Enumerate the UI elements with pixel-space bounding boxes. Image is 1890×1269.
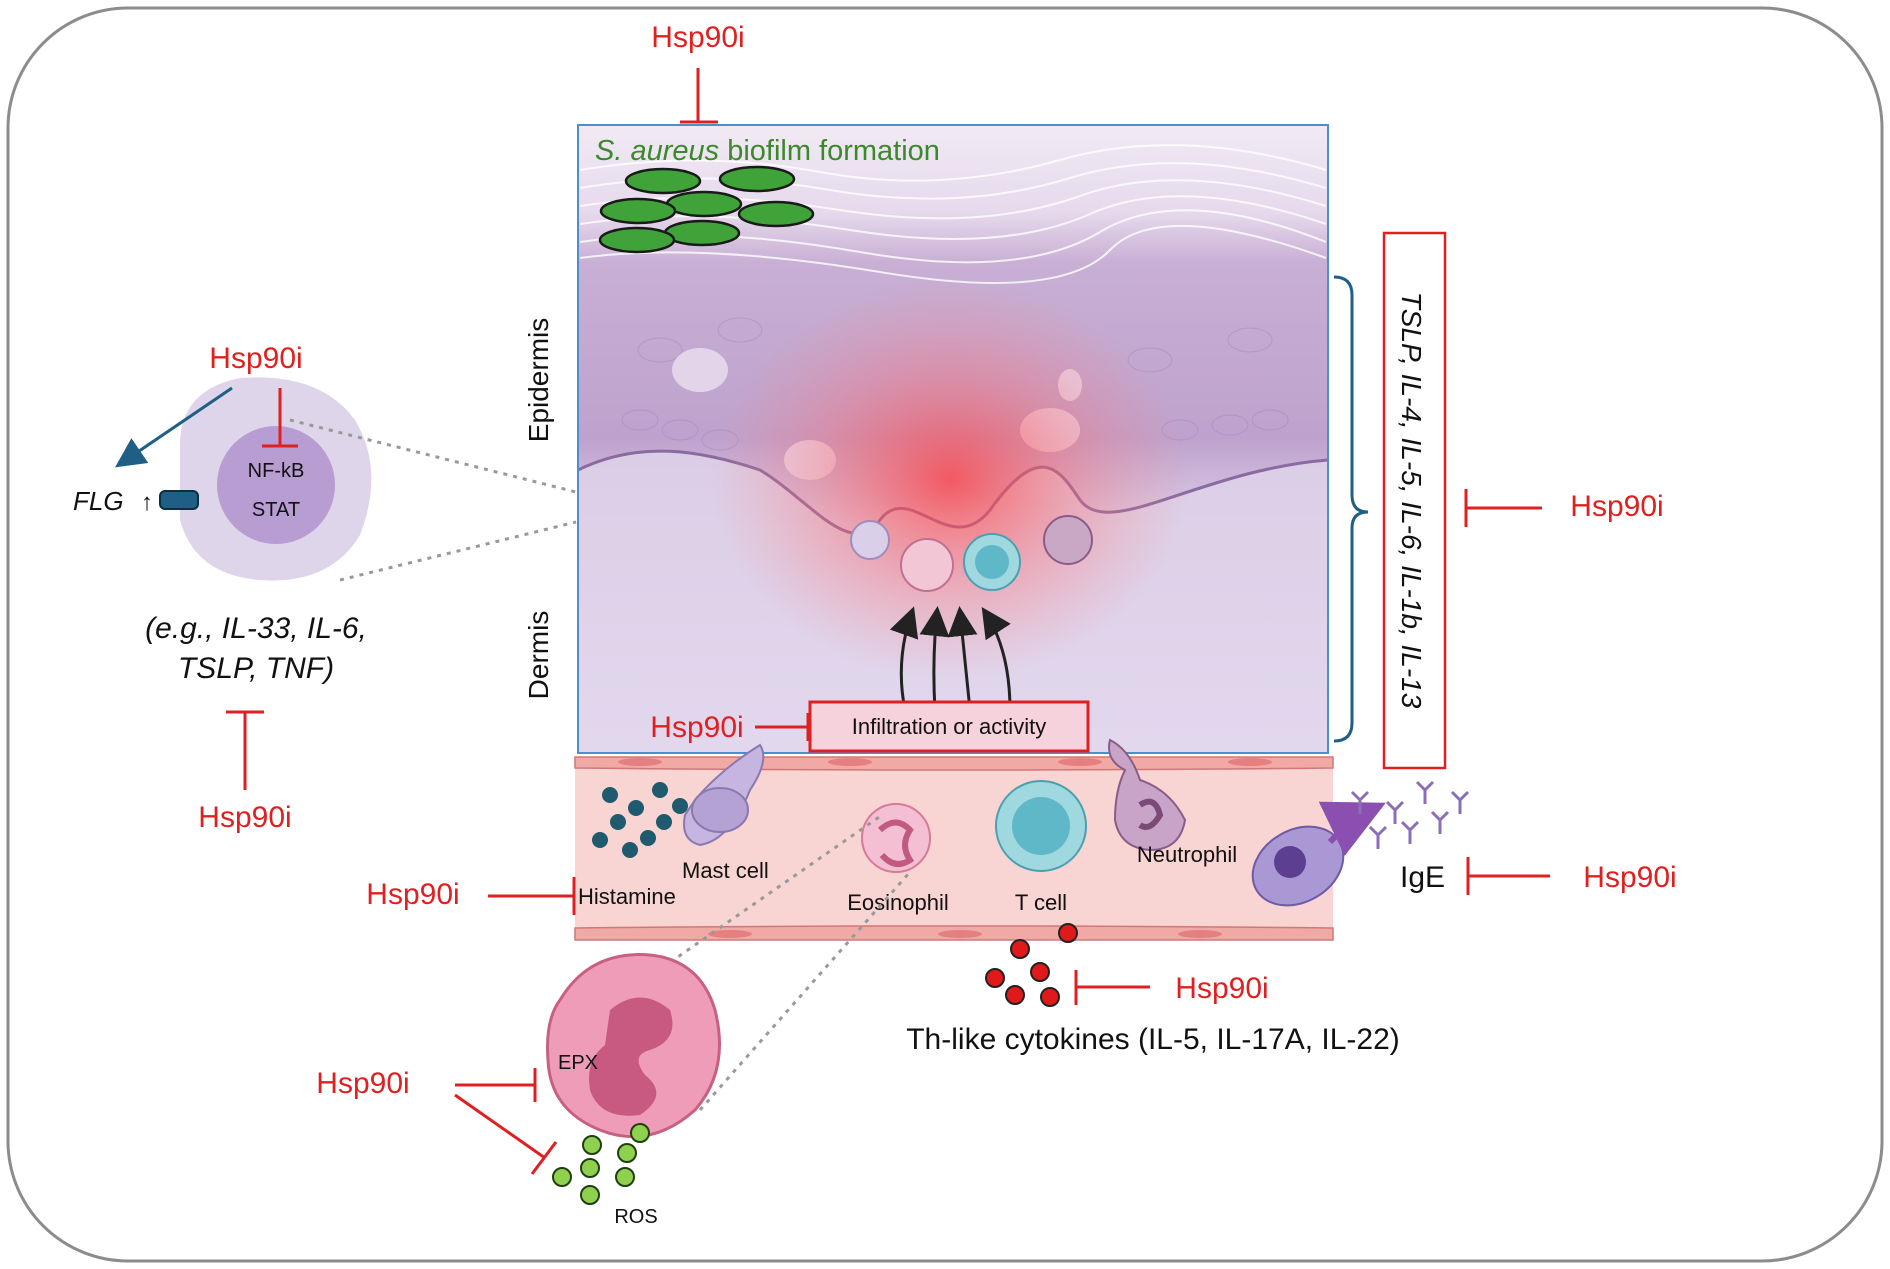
inhibitor-bar-histamine — [488, 877, 576, 915]
infiltrating-cells — [850, 515, 1093, 592]
hsp90i-label-infiltration: Hsp90i — [650, 711, 743, 744]
inhibitor-bar-infiltration — [755, 713, 810, 741]
inhibitor-bar-th-cytokines — [1074, 970, 1150, 1005]
histamine-label: Histamine — [578, 884, 676, 909]
ige-release-arrow — [1318, 801, 1386, 856]
t-cell-label: T cell — [1015, 890, 1067, 915]
mast-cell — [683, 743, 765, 847]
inhibitor-bar-epidermal-cytokines — [1464, 489, 1542, 527]
keratinocyte-cell — [180, 377, 372, 581]
inhibitor-bar-ige — [1466, 857, 1550, 895]
skin-section — [577, 124, 1329, 754]
neutrophil-cell — [1108, 738, 1187, 852]
hsp90i-label-cell-cytokines: Hsp90i — [198, 801, 291, 834]
epx-label: EPX — [558, 1052, 598, 1074]
ros-particles — [552, 1123, 650, 1205]
inhibitor-bar-nucleus — [262, 388, 298, 448]
biofilm-label: S. aureus biofilm formation — [595, 135, 940, 167]
th-cytokine-dots — [985, 923, 1078, 1007]
hsp90i-label-biofilm: Hsp90i — [651, 21, 744, 54]
infiltration-arrows — [889, 606, 1012, 711]
nucleus-line1: NF-kB — [248, 460, 305, 482]
epidermis-label: Epidermis — [523, 318, 554, 442]
cell-examples-line1: (e.g., IL-33, IL-6, — [145, 612, 367, 645]
flg-up-arrow: ↑ — [141, 489, 153, 516]
inhibitor-bar-cell-cytokines — [226, 710, 264, 790]
hsp90i-label-epidermal-cytokines: Hsp90i — [1570, 490, 1663, 523]
hsp90i-label-eosinophil: Hsp90i — [316, 1067, 409, 1100]
dermis-label: Dermis — [523, 611, 554, 700]
t-cell — [995, 780, 1087, 872]
inhibitor-bars-eosinophil — [454, 1068, 558, 1175]
flg-upregulation-arrow — [115, 386, 233, 468]
eosinophil-detail — [546, 953, 721, 1139]
eosinophil-cell — [861, 803, 931, 873]
eosinophil-label: Eosinophil — [847, 890, 949, 915]
epidermal-cytokine-box — [1382, 231, 1447, 770]
flg-label: FLG — [73, 486, 124, 516]
zoom-lines-cell — [289, 418, 577, 582]
biofilm-bacteria — [598, 165, 815, 254]
blood-vessel — [574, 756, 1334, 941]
hsp90i-label-histamine: Hsp90i — [366, 878, 459, 911]
hsp90i-label-cell: Hsp90i — [209, 342, 302, 375]
ige-label: IgE — [1400, 861, 1445, 894]
epidermal-cytokine-label: TSLP, IL-4, IL-5, IL-6, IL-1b, IL-13 — [1396, 292, 1427, 709]
mast-cell-label: Mast cell — [682, 858, 769, 883]
hsp90i-label-th-cytokines: Hsp90i — [1175, 972, 1268, 1005]
infiltration-box — [808, 700, 1090, 753]
epidermis-bracket — [1333, 275, 1369, 743]
ros-label: ROS — [614, 1206, 657, 1228]
th-cytokines-label: Th-like cytokines (IL-5, IL-17A, IL-22) — [906, 1023, 1400, 1056]
inhibitor-bar-biofilm — [680, 68, 718, 124]
flg-protein-icon — [159, 490, 199, 510]
neutrophil-label: Neutrophil — [1137, 842, 1237, 867]
nucleus-line2: STAT — [252, 499, 300, 521]
histamine-granules — [592, 782, 688, 858]
cell-examples-line2: TSLP, TNF) — [178, 652, 334, 685]
ige-antibodies — [1350, 780, 1470, 849]
infiltration-label: Infiltration or activity — [852, 714, 1046, 739]
hsp90i-label-ige: Hsp90i — [1583, 861, 1676, 894]
